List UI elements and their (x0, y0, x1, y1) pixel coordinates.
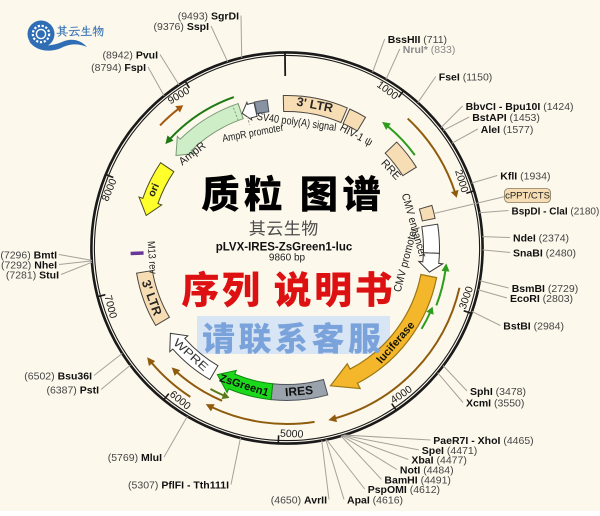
svg-text:M13 rev: M13 rev (145, 241, 159, 275)
svg-text:(9376) SspI: (9376) SspI (154, 21, 210, 33)
svg-text:(5769) MluI: (5769) MluI (108, 452, 162, 464)
svg-text:cPPT/CTS: cPPT/CTS (505, 191, 550, 202)
svg-text:(9493) SgrDI: (9493) SgrDI (178, 11, 239, 23)
svg-text:FseI (1150): FseI (1150) (439, 72, 493, 84)
svg-text:NruI* (833): NruI* (833) (403, 44, 456, 56)
svg-text:IRES: IRES (284, 383, 313, 399)
svg-text:(5307) PflFI - Tth111I: (5307) PflFI - Tth111I (128, 480, 229, 492)
svg-text:(4650) AvrII: (4650) AvrII (271, 495, 327, 507)
svg-text:9860 bp: 9860 bp (269, 253, 306, 264)
svg-text:EcoRI (2803): EcoRI (2803) (510, 293, 573, 305)
svg-text:(6502) Bsu36I: (6502) Bsu36I (24, 371, 92, 383)
svg-text:SnaBI (2480): SnaBI (2480) (513, 248, 576, 260)
svg-text:(6387) PstI: (6387) PstI (46, 385, 99, 397)
svg-text:(8942) PvuI: (8942) PvuI (103, 50, 159, 62)
svg-text:BstBI (2984): BstBI (2984) (503, 321, 564, 333)
svg-text:5000: 5000 (280, 428, 304, 441)
svg-text:BspDI - ClaI (2180): BspDI - ClaI (2180) (512, 207, 600, 218)
svg-text:BstAPI (1453): BstAPI (1453) (472, 112, 540, 124)
svg-text:ApaI (4616): ApaI (4616) (347, 495, 403, 507)
svg-text:SphI (3478): SphI (3478) (470, 386, 526, 398)
svg-text:XcmI (3550): XcmI (3550) (466, 398, 524, 410)
svg-text:(8794) FspI: (8794) FspI (91, 62, 146, 74)
svg-text:(7281) StuI: (7281) StuI (6, 270, 59, 282)
svg-text:AleI (1577): AleI (1577) (481, 124, 534, 136)
svg-text:NdeI (2374): NdeI (2374) (513, 233, 569, 245)
svg-text:KflI (1934): KflI (1934) (500, 171, 550, 183)
